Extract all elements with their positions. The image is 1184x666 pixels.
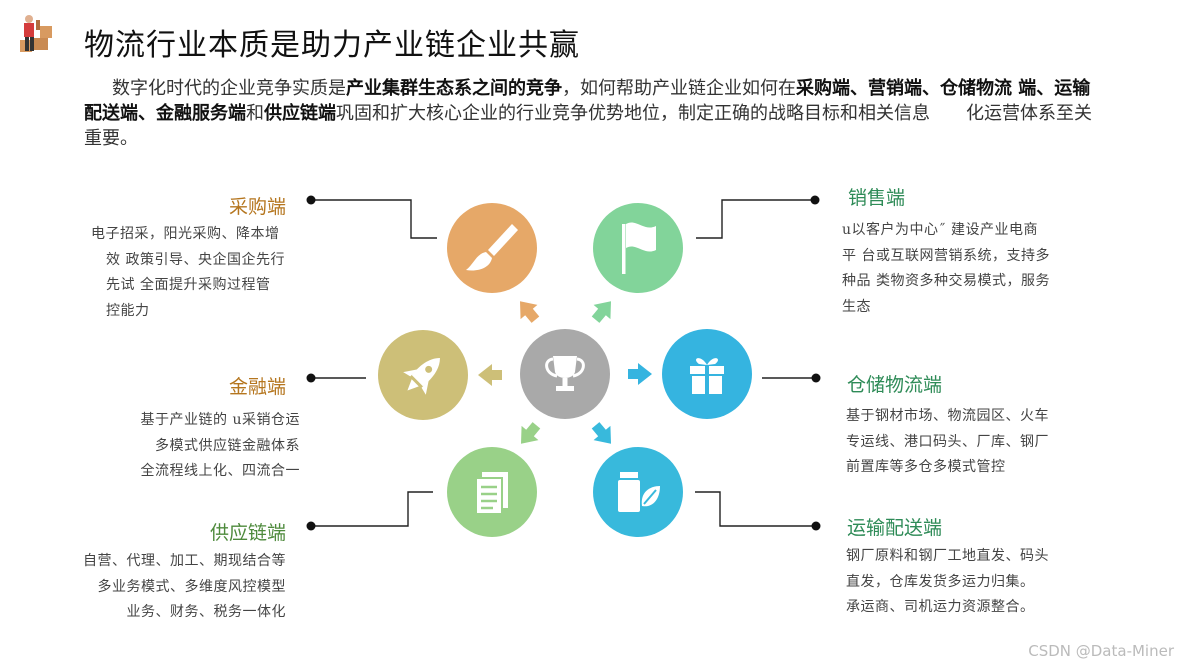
supply-label: 供应链端 — [209, 522, 286, 544]
supply-description: 自营、代理、加工、期现结合等 多业务模式、多维度风控模型 业务、财务、税务一体化 — [76, 549, 286, 626]
intro-bold-1: 产业集群生态系之间的竞争 — [346, 78, 562, 99]
purchase-line: 电子招采，阳光采购、降本增 — [91, 226, 280, 242]
warehouse-line: 前置库等多仓多模式管控 — [846, 459, 1006, 475]
transport-line: 承运商、司机运力资源整合。 — [846, 599, 1035, 615]
sales-line: 生态 — [842, 298, 871, 315]
warehouse-description: 基于钢材市场、物流园区、火车 专运线、港口码头、厂库、钢厂 前置库等多仓多模式管… — [846, 404, 1076, 481]
arrow-to-finance — [478, 364, 502, 386]
sales-description: u以客户为中心˝ 建设产业电商 平 台或互联网营销系统，支持多 种品 类物资多种… — [842, 218, 1082, 320]
supply-line: 业务、财务、税务一体化 — [126, 604, 286, 620]
document-icon — [475, 472, 508, 515]
transport-line: 直发，仓库发货多运力归集。 — [846, 573, 1035, 590]
rocket-icon — [403, 358, 440, 395]
delivery-worker-logo-icon — [20, 15, 52, 52]
intro-text-1: 数字化时代的企业竞争实质是 — [112, 78, 346, 99]
page-title: 物流行业本质是助力产业链企业共赢 — [84, 28, 580, 63]
finance-line: 多模式供应链金融体系 — [155, 437, 300, 454]
connector-sales — [696, 199, 815, 239]
finance-line: 全流程线上化、四流合一 — [140, 463, 300, 479]
purchase-line: 先试 全面提升采购过程管 — [106, 277, 271, 293]
purchase-line: 效 政策引导、央企国企先行 — [106, 251, 285, 268]
intro-text-4: 巩固和扩大核心企业的行业竞争优势地位，制定正确的战略目标和相关信息 化运营体系至… — [84, 103, 1092, 149]
purchase-description: 电子招采，阳光采购、降本增 效 政策引导、央企国企先行 先试 全面提升采购过程管… — [78, 222, 292, 324]
connector-transport — [695, 491, 816, 527]
jar-leaf-icon — [618, 472, 660, 512]
intro-paragraph: 数字化时代的企业竞争实质是产业集群生态系之间的竞争，如何帮助产业链企业如何在采购… — [84, 76, 1094, 151]
gift-box-icon — [690, 358, 724, 394]
sales-line: 平 台或互联网营销系统，支持多 — [842, 247, 1050, 264]
sales-line: 种品 类物资多种交易模式，服务 — [842, 273, 1050, 289]
warehouse-line: 专运线、港口码头、厂库、钢厂 — [846, 433, 1049, 450]
arrow-to-warehouse — [628, 363, 652, 385]
transport-line: 钢厂原料和钢厂工地直发、码头 — [846, 548, 1049, 564]
purchase-line: 控能力 — [106, 302, 150, 319]
arrow-to-transport — [591, 422, 611, 444]
intro-text-2: ，如何帮助产业链企业如何在 — [562, 78, 796, 99]
finance-line: 基于产业链的 u采销仓运 — [140, 412, 300, 428]
watermark: CSDN @Data-Miner — [1028, 642, 1174, 660]
supply-line: 自营、代理、加工、期现结合等 — [83, 553, 286, 569]
warehouse-line: 基于钢材市场、物流园区、火车 — [846, 408, 1049, 424]
transport-description: 钢厂原料和钢厂工地直发、码头 直发，仓库发货多运力归集。 承运商、司机运力资源整… — [846, 544, 1086, 621]
brush-icon — [466, 224, 518, 271]
trophy-icon — [545, 356, 585, 391]
purchase-label: 采购端 — [228, 196, 286, 218]
arrow-to-purchase — [520, 301, 540, 323]
connector-supply — [311, 491, 433, 527]
intro-text-3: 和 — [246, 103, 264, 124]
transport-label: 运输配送端 — [847, 517, 943, 539]
warehouse-label: 仓储物流端 — [847, 374, 943, 396]
sales-label: 销售端 — [848, 187, 906, 209]
intro-bold-3: 供应链端 — [264, 103, 336, 124]
finance-label: 金融端 — [228, 376, 286, 398]
arrow-to-sales — [591, 301, 611, 323]
sales-line: u以客户为中心˝ 建设产业电商 — [842, 222, 1038, 238]
arrow-to-supply — [521, 422, 541, 444]
connector-purchase — [311, 199, 437, 239]
flag-icon — [622, 222, 656, 274]
intro-bold-2: 采购端、营销端、仓储物流 端、运输配送端、金融服务端 — [84, 78, 1091, 124]
supply-line: 多业务模式、多维度风控模型 — [97, 578, 286, 595]
finance-description: 基于产业链的 u采销仓运 多模式供应链金融体系 全流程线上化、四流合一 — [100, 408, 300, 485]
